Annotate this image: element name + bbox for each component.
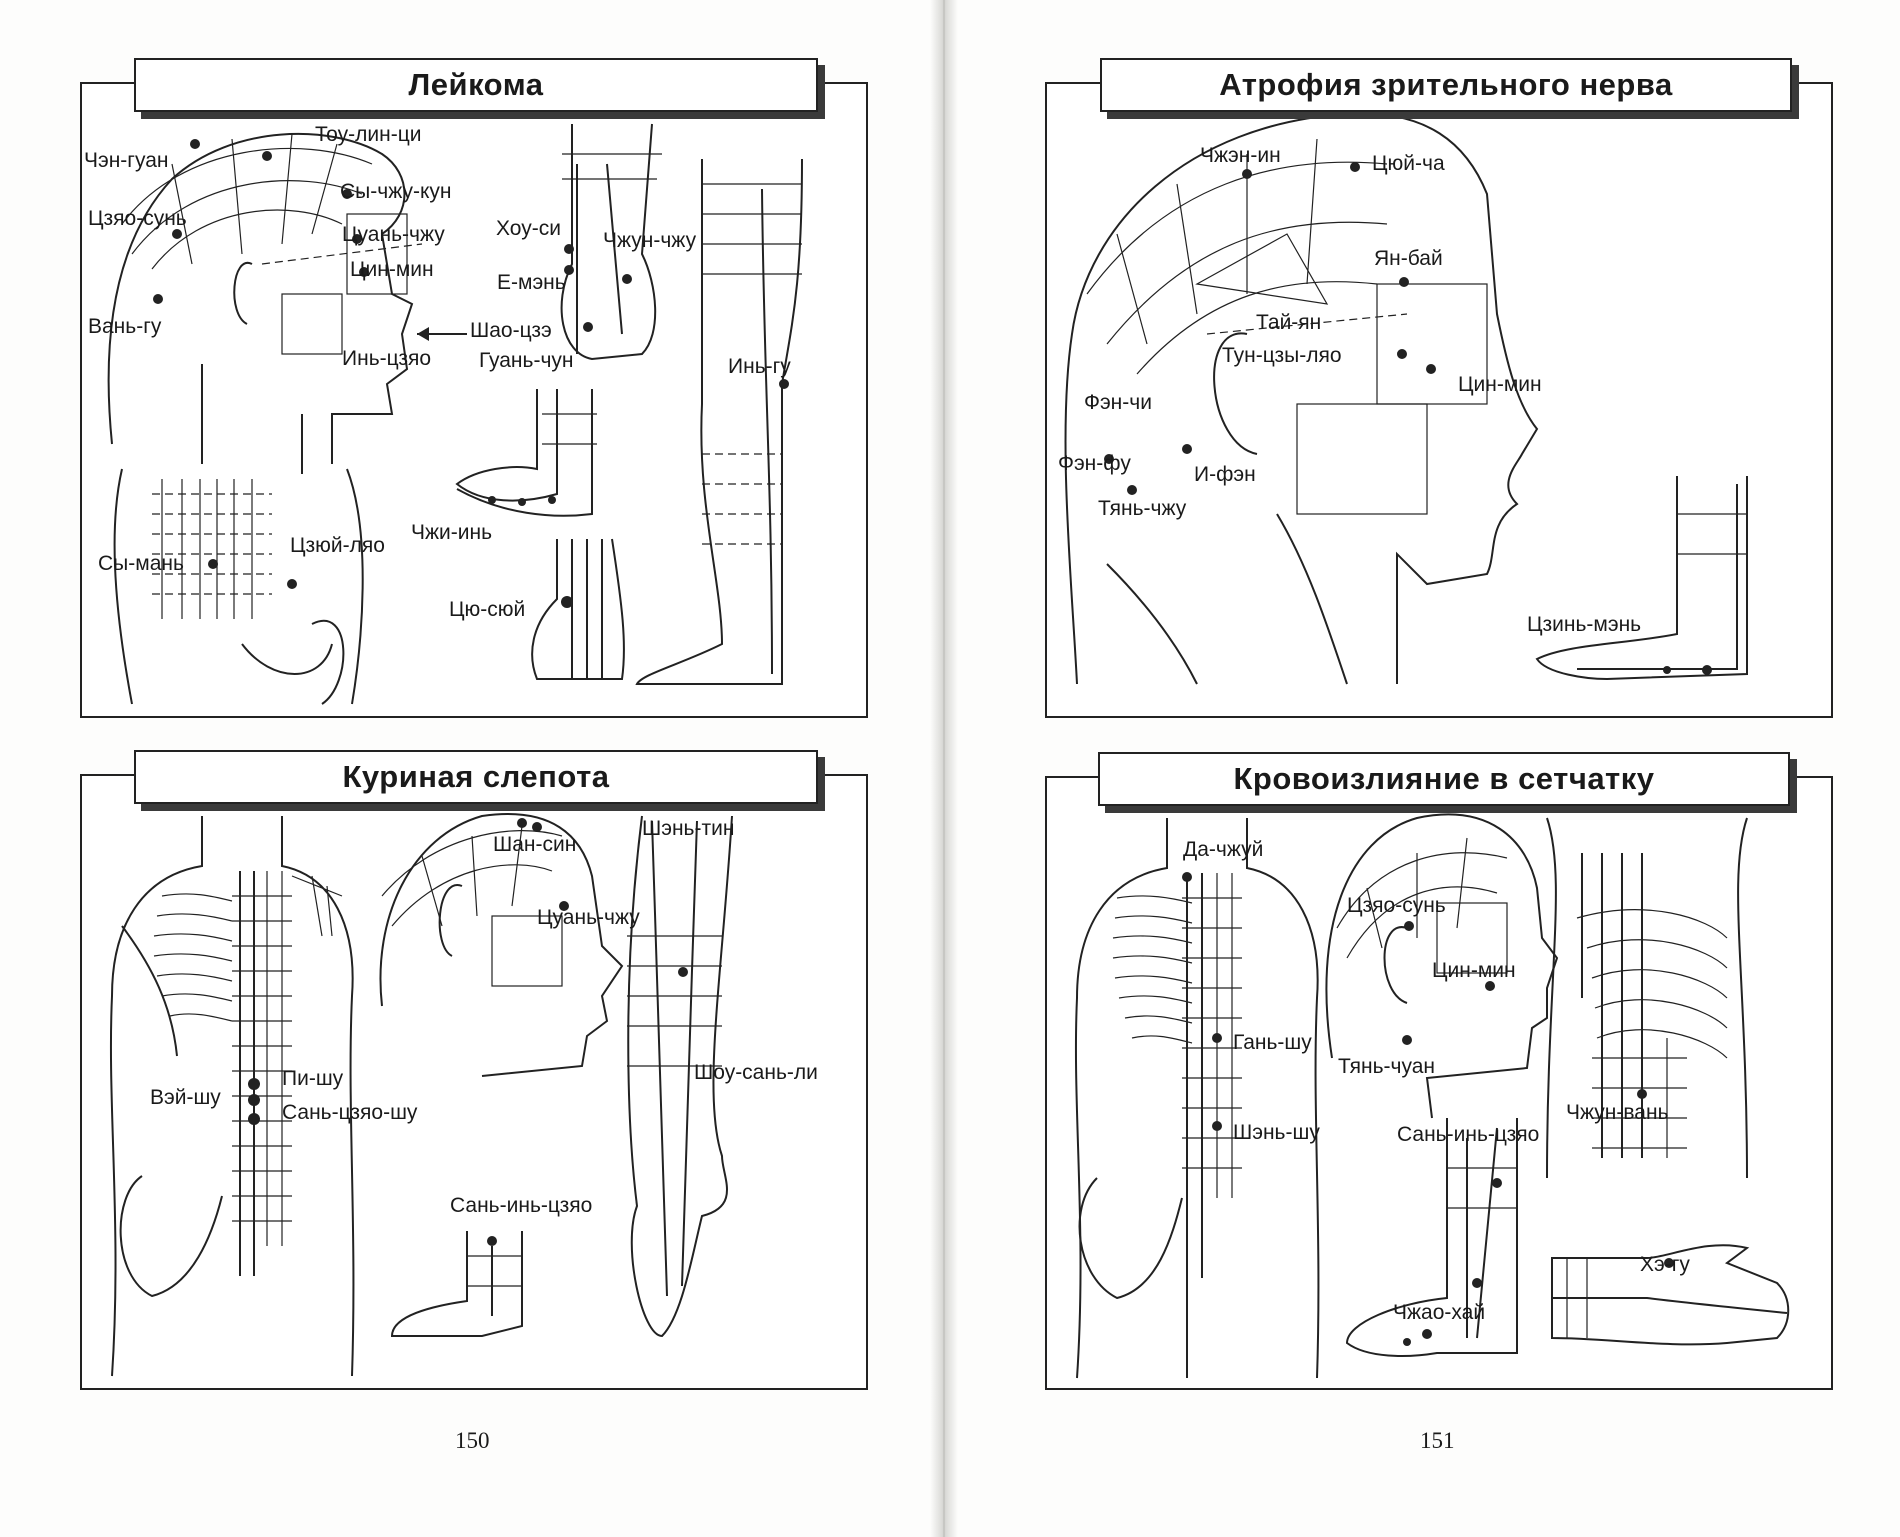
label-gan-shu: Гань-шу — [1233, 1031, 1312, 1054]
panel-optic-atrophy — [1045, 82, 1833, 718]
label-tszyao-sun-2: Цзяо-сунь — [1347, 894, 1446, 917]
label-tyan-chuan: Тянь-чуан — [1338, 1055, 1436, 1078]
label-i-fen: И-фэн — [1194, 463, 1256, 486]
label-da-chzhuy: Да-чжуй — [1183, 838, 1264, 861]
label-in-tszyao: Инь-цзяо — [342, 347, 432, 370]
panel-retinal-hemorrhage — [1045, 776, 1833, 1390]
label-tsuan-chzhu-2: Цуань-чжу — [537, 906, 640, 929]
label-van-gu: Вань-гу — [88, 315, 162, 338]
panel-leukoma — [80, 82, 868, 718]
label-fen-fu: Фэн-фу — [1058, 452, 1131, 475]
label-tsuan-chzhu: Цуань-чжу — [342, 223, 445, 246]
night-blindness-illustration — [109, 813, 733, 1377]
label-khe-gu: Хэ-гу — [1640, 1253, 1690, 1276]
label-shen-tin: Шэнь-тин — [642, 817, 735, 840]
page-number-right: 151 — [1420, 1428, 1455, 1453]
label-san-in-tszyao-2: Сань-инь-цзяо — [1397, 1123, 1540, 1146]
label-e-men: Е-мэнь — [497, 271, 566, 294]
book-spine — [930, 0, 958, 1537]
label-fen-chi: Фэн-чи — [1084, 391, 1152, 414]
label-tyan-chzhu: Тянь-чжу — [1098, 497, 1187, 520]
label-tun-tszy-lyao: Тун-цзы-ляо — [1222, 344, 1342, 367]
label-shan-sin: Шан-син — [493, 833, 577, 856]
label-khou-si: Хоу-си — [496, 217, 561, 240]
retinal-hemorrhage-illustration — [1074, 813, 1790, 1379]
label-yan-bay: Ян-бай — [1374, 247, 1443, 270]
label-shao-tsze: Шао-цзэ — [470, 319, 552, 342]
label-tsin-min-2: Цин-мин — [1458, 373, 1542, 396]
label-pi-shu: Пи-шу — [282, 1067, 344, 1090]
page-number-left: 150 — [455, 1428, 490, 1453]
label-san-in-tszyao: Сань-инь-цзяо — [450, 1194, 593, 1217]
title-optic-atrophy: Атрофия зрительного нерва — [1100, 58, 1792, 112]
label-tsyu-syuy: Цю-сюй — [449, 598, 526, 621]
title-leukoma: Лейкома — [134, 58, 818, 112]
label-guan-chun: Гуань-чун — [479, 349, 574, 372]
label-tszyao-sun: Цзяо-сунь — [88, 207, 187, 230]
label-vey-shu: Вэй-шу — [150, 1086, 221, 1109]
label-tay-yan: Тай-ян — [1256, 311, 1322, 334]
label-tou-lin-tsi: Тоу-лин-ци — [315, 123, 422, 146]
leukoma-illustration — [107, 123, 803, 705]
label-chzhao-khay: Чжао-хай — [1393, 1301, 1486, 1324]
label-chzhi-in: Чжи-инь — [411, 521, 493, 544]
optic-atrophy-illustration — [1064, 112, 1748, 685]
label-chzhun-van: Чжун-вань — [1566, 1101, 1669, 1124]
label-in-gu: Инь-гу — [728, 355, 791, 378]
label-chzhun-chzhu: Чжун-чжу — [603, 229, 697, 252]
label-shou-san-li: Шоу-сань-ли — [694, 1061, 818, 1084]
label-sy-chzhu-kun: Сы-чжу-кун — [340, 180, 452, 203]
label-tsin-min-3: Цин-мин — [1432, 959, 1516, 982]
title-retinal-hemorrhage: Кровоизлияние в сетчатку — [1098, 752, 1790, 806]
label-sy-man: Сы-мань — [98, 552, 184, 575]
label-tsin-min: Цин-мин — [350, 258, 434, 281]
label-tszin-men: Цзинь-мэнь — [1527, 613, 1642, 636]
label-shen-shu: Шэнь-шу — [1233, 1121, 1320, 1144]
label-san-tszyao-shu: Сань-цзяо-шу — [282, 1101, 418, 1124]
label-tsyuy-cha: Цюй-ча — [1372, 152, 1445, 175]
label-tszyuy-lyao: Цзюй-ляо — [290, 534, 385, 557]
title-night-blindness: Куриная слепота — [134, 750, 818, 804]
label-chzhen-in: Чжэн-ин — [1200, 144, 1281, 167]
label-chen-guan: Чэн-гуан — [84, 149, 169, 172]
